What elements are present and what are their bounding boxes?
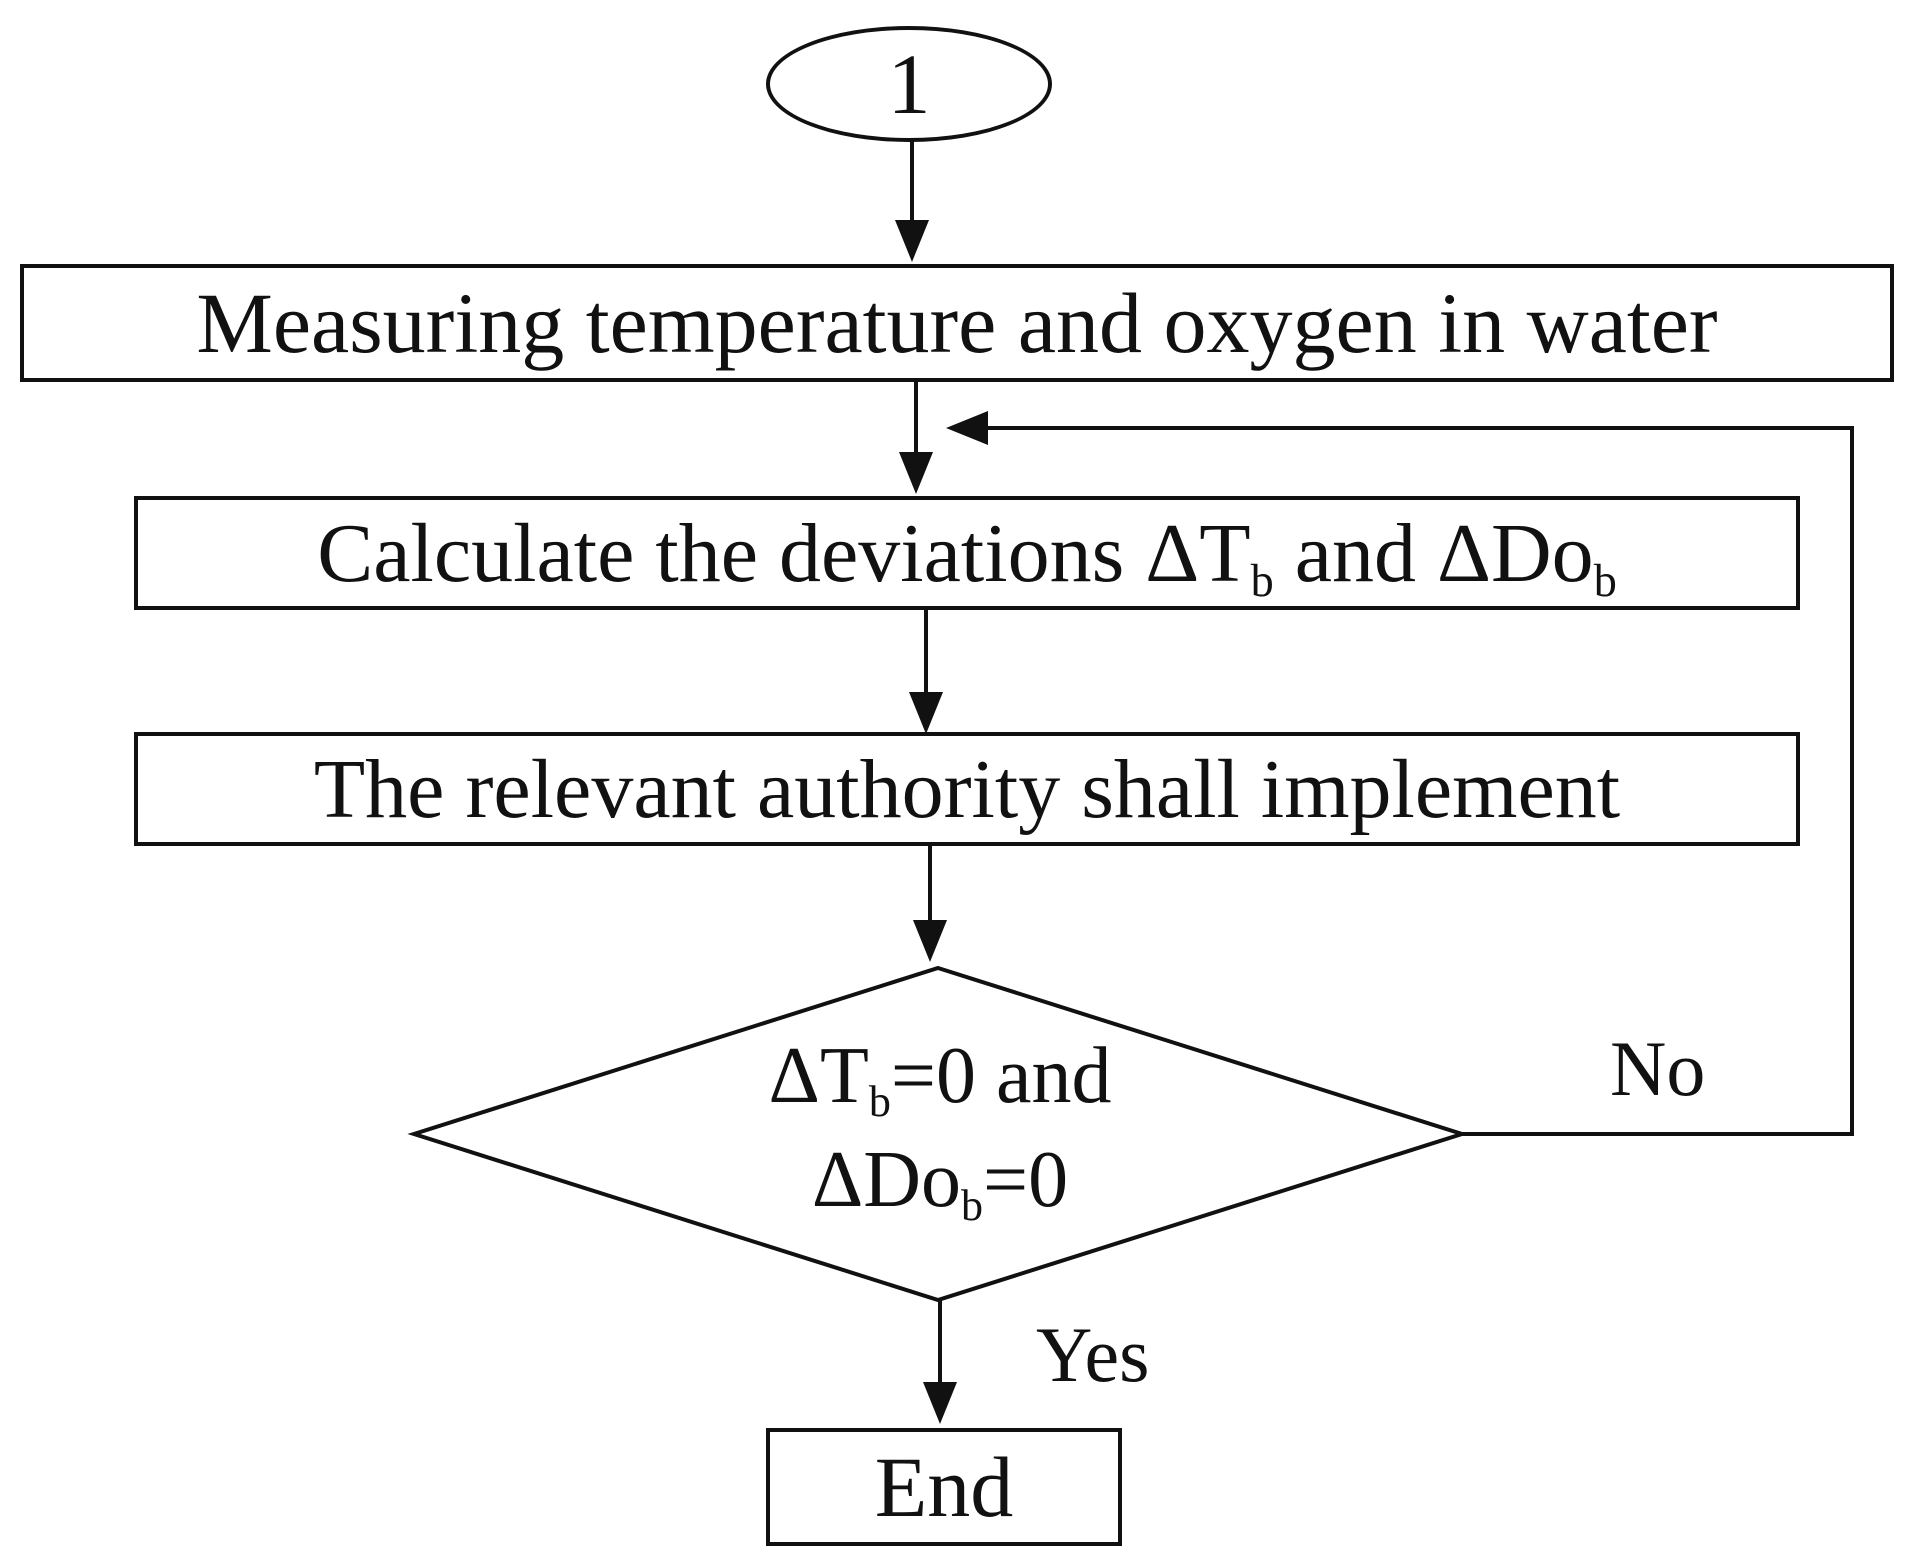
end-label: End xyxy=(874,1439,1014,1535)
step-calculate-delta-t: ΔT xyxy=(1145,506,1251,600)
decision-line-1-rest: =0 and xyxy=(890,1032,1112,1120)
step-calculate-box: Calculate the deviations ΔTb and ΔDob xyxy=(134,496,1800,610)
decision-line-1: ΔTb=0 and xyxy=(700,1036,1180,1124)
start-connector-label: 1 xyxy=(887,36,931,132)
step-calculate-and: and xyxy=(1273,506,1437,600)
decision-line-2-sub: b xyxy=(961,1181,984,1231)
decision-line-2-rest: =0 xyxy=(983,1136,1069,1224)
arrow-yes-to-end xyxy=(923,1300,957,1424)
arrow-implement-to-decision xyxy=(913,846,947,962)
arrow-no-loop-back xyxy=(946,411,1854,1136)
decision-line-2-symbol: ΔDo xyxy=(811,1136,962,1224)
decision-diamond xyxy=(407,965,1469,1303)
arrow-start-to-measure xyxy=(895,138,929,262)
branch-no-label: No xyxy=(1610,1025,1706,1112)
step-calculate-delta-do-sub: b xyxy=(1593,554,1617,606)
decision-line-2: ΔDob=0 xyxy=(700,1140,1180,1228)
step-calculate-text: Calculate the deviations ΔTb and ΔDob xyxy=(317,505,1617,606)
start-connector: 1 xyxy=(766,26,1052,142)
step-calculate-delta-t-sub: b xyxy=(1250,554,1274,606)
arrow-measure-to-calculate xyxy=(899,382,933,494)
step-measure-text: Measuring temperature and oxygen in wate… xyxy=(196,275,1718,371)
step-measure-box: Measuring temperature and oxygen in wate… xyxy=(20,264,1894,382)
step-implement-text: The relevant authority shall implement xyxy=(313,742,1621,836)
branch-yes-label: Yes xyxy=(1036,1311,1150,1398)
step-calculate-delta-do: ΔDo xyxy=(1437,506,1594,600)
arrow-calculate-to-implement xyxy=(909,610,943,734)
decision-line-1-sub: b xyxy=(868,1077,891,1127)
end-box: End xyxy=(766,1428,1122,1546)
decision-line-1-symbol: ΔT xyxy=(768,1032,869,1120)
step-implement-box: The relevant authority shall implement xyxy=(134,732,1800,846)
step-calculate-prefix: Calculate the deviations xyxy=(317,506,1146,600)
